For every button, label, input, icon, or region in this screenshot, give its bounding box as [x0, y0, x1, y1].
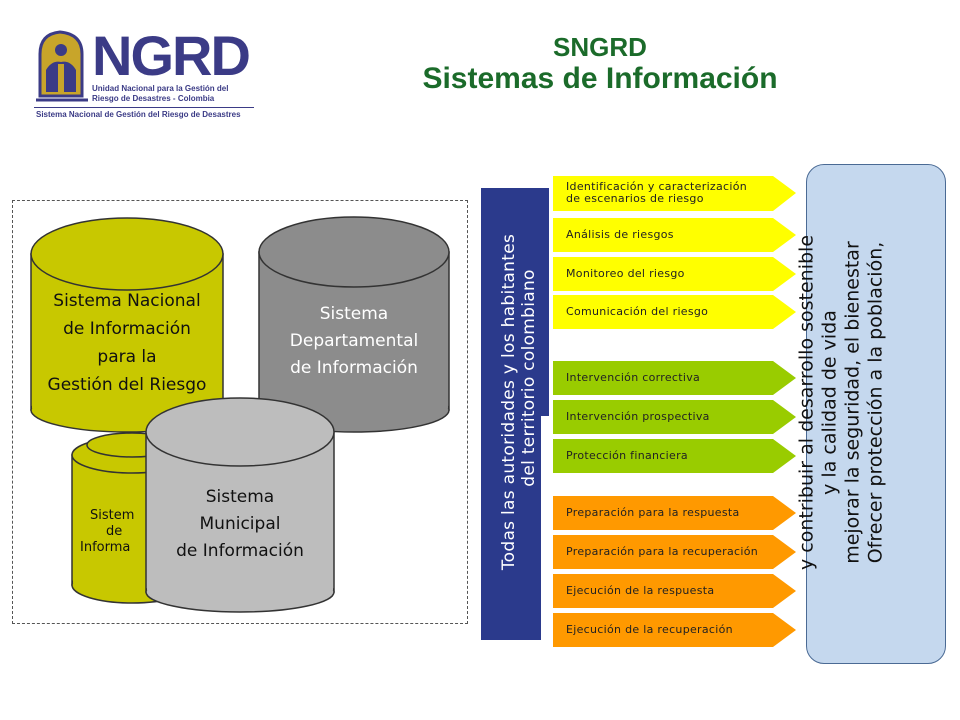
- logo-subtitle-3: Sistema Nacional de Gestión del Riesgo d…: [36, 110, 241, 119]
- outcome-line4: y contribuir al desarrollo sostenible: [795, 234, 818, 571]
- arrow-label-yellow-1: Identificación y caracterización de esce…: [566, 180, 748, 205]
- cylinder-municipal: [145, 397, 335, 613]
- outcome-line3: y la calidad de vida: [818, 310, 841, 495]
- stakeholders-text-line2: del territorio colombiano: [519, 269, 539, 487]
- arrow-yellow-2: [553, 218, 796, 252]
- arrow-label-yellow-3: Monitoreo del riesgo: [566, 267, 685, 280]
- arrow-label-yellow-4: Comunicación del riesgo: [566, 305, 709, 318]
- arrow-label-orange-3: Ejecución de la respuesta: [566, 584, 715, 597]
- arrow-green-1: [553, 361, 796, 395]
- stakeholders-text-line1: Todas las autoridades y los habitantes: [499, 233, 519, 571]
- arrow-green-3: [553, 439, 796, 473]
- page-title-line2: Sistemas de Información: [422, 62, 778, 95]
- logo-wordmark: NGRD: [92, 24, 251, 87]
- arrow-label-green-3: Protección financiera: [566, 449, 688, 462]
- logo-divider: [34, 107, 254, 108]
- outcome-text: Ofrecer protección a la población, mejor…: [796, 164, 946, 664]
- arrow-label-green-2: Intervención prospectiva: [566, 410, 710, 423]
- arrow-orange-3: [553, 574, 796, 608]
- stakeholders-bar-text: Todas las autoridades y los habitantes d…: [481, 188, 549, 640]
- arrow-orange-4: [553, 613, 796, 647]
- arrow-yellow-3: [553, 257, 796, 291]
- page-title-line1: SNGRD: [553, 32, 647, 62]
- arrow-label-orange-1: Preparación para la respuesta: [566, 506, 740, 519]
- arrow-yellow-4: [553, 295, 796, 329]
- cylinder-departmental: [258, 216, 450, 433]
- systems-dashed-container: [12, 200, 468, 624]
- arrow-orange-1: [553, 496, 796, 530]
- outcome-line2: mejorar la seguridad, el bienestar: [841, 241, 864, 564]
- cylinder-national: [30, 217, 224, 433]
- arrow-label-orange-4: Ejecución de la recuperación: [566, 623, 733, 636]
- arrow-label-orange-2: Preparación para la recuperación: [566, 545, 759, 558]
- arrow-label-green-1: Intervención correctiva: [566, 371, 701, 384]
- arrow-label-yellow-2: Análisis de riesgos: [566, 228, 674, 241]
- ngrd-logo: NGRD Unidad Nacional para la Gestión del…: [32, 24, 262, 124]
- process-arrows: [553, 176, 796, 647]
- logo-subtitle-1: Unidad Nacional para la Gestión del: [92, 84, 229, 93]
- logo-subtitle-2: Riesgo de Desastres - Colombia: [92, 94, 215, 103]
- cylinder-departmental-label: Sistema Departamental de Información: [289, 304, 419, 378]
- outcome-line1: Ofrecer protección a la población,: [864, 241, 887, 564]
- arrow-green-2: [553, 400, 796, 434]
- ngrd-emblem-icon: [36, 30, 88, 102]
- cylinder-small-label: Sistem de Informa: [80, 508, 135, 555]
- cylinders-graphic: [30, 216, 450, 613]
- outcome-box: [806, 164, 946, 664]
- stakeholders-bar: [481, 188, 549, 640]
- cylinder-municipal-label: Sistema Municipal de Información: [176, 487, 304, 561]
- cylinder-national-label: Sistema Nacional de Información para la …: [47, 291, 207, 395]
- arrow-orange-2: [553, 535, 796, 569]
- arrow-yellow-1: [553, 176, 796, 211]
